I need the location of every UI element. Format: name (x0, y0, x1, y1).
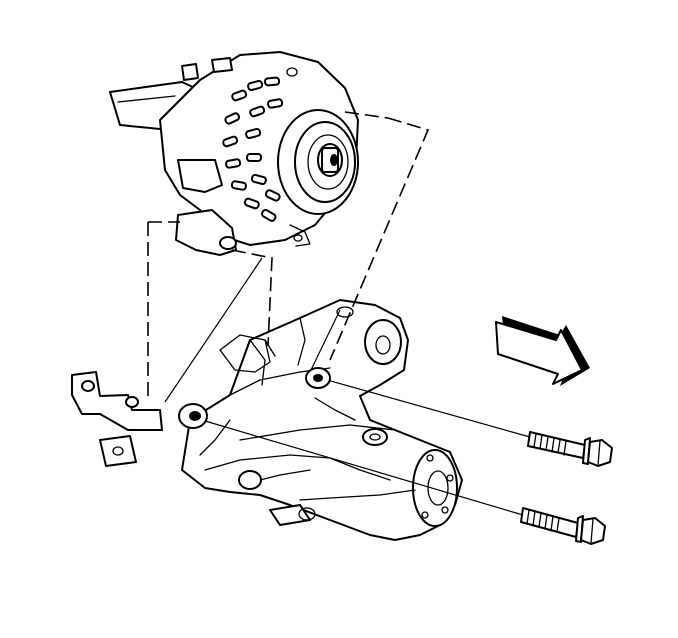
direction-arrow-icon (495, 316, 590, 386)
generator-cooling-slots (222, 76, 284, 222)
generator (109, 51, 359, 256)
upper-bushing (305, 367, 331, 389)
bolt-guide-lines (194, 377, 531, 516)
lower-bolt (520, 507, 606, 545)
lower-bushing (178, 403, 208, 429)
bracket-plate (71, 371, 163, 431)
upper-bolt (527, 431, 613, 467)
spacer (99, 435, 137, 467)
engine-mounting-bracket (181, 299, 463, 541)
alignment-lines (147, 111, 430, 403)
